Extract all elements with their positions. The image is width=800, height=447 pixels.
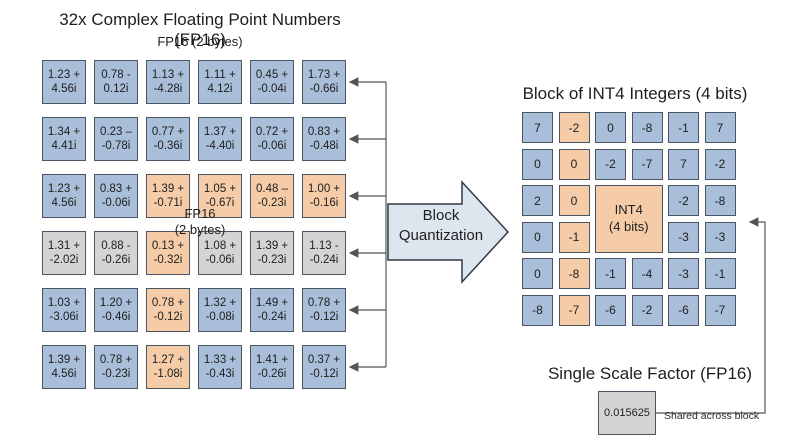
- fp16-cell: 1.11 + 4.12i: [198, 60, 242, 104]
- fp16-cell: 1.41 + -0.26i: [250, 345, 294, 389]
- fp16-cell: 1.39 + 4.56i: [42, 345, 86, 389]
- row-connector-lines: [348, 77, 387, 372]
- int4-cell: 0: [558, 148, 590, 180]
- fp16-overlay-label: FP16 (2 bytes): [174, 206, 226, 238]
- fp16-cell: 0.77 + -0.36i: [146, 117, 190, 161]
- fp16-cell: 1.49 + -0.24i: [250, 288, 294, 332]
- fp16-cell: 1.00 + -0.16i: [302, 174, 346, 218]
- int4-cell: 2: [522, 185, 553, 216]
- scale-factor-note: Shared across block: [664, 410, 760, 422]
- int4-cell: -2: [558, 112, 590, 143]
- fp16-cell: 1.34 + 4.41i: [42, 117, 86, 161]
- fp16-cell: 1.32 + -0.08i: [198, 288, 242, 332]
- int4-cell: 0: [595, 112, 626, 143]
- fp16-cell: 1.13 + -4.28i: [146, 60, 190, 104]
- fp16-cell: 1.08 + -0.06i: [198, 231, 242, 275]
- int4-cell: -8: [558, 258, 590, 289]
- fp16-cell: 0.37 + -0.12i: [302, 345, 346, 389]
- fp16-cell: 0.78 + -0.23i: [94, 345, 138, 389]
- scale-factor-value: 0.015625: [598, 391, 656, 435]
- int4-cell: -8: [704, 185, 736, 216]
- fp16-panel-title: 32x Complex Floating Point Numbers (FP16…: [59, 10, 341, 49]
- fp16-cell: 1.39 + -0.23i: [250, 231, 294, 275]
- fp16-cell: 1.03 + -3.06i: [42, 288, 86, 332]
- fp16-cell: 0.83 + -0.48i: [302, 117, 346, 161]
- fp16-cell: 1.23 + 4.56i: [42, 60, 86, 104]
- int4-cell: -2: [668, 185, 699, 216]
- int4-cell: 7: [522, 112, 553, 143]
- int4-cell: -1: [595, 258, 626, 289]
- int4-cell: -2: [704, 148, 736, 180]
- int4-cell: -8: [522, 294, 553, 326]
- int4-cell: -2: [631, 294, 663, 326]
- int4-cell: 0: [522, 258, 553, 289]
- int4-cell: -4: [631, 258, 663, 289]
- fp16-cell: 0.48 – -0.23i: [250, 174, 294, 218]
- fp16-cell: 0.83 + -0.06i: [94, 174, 138, 218]
- fp16-cell: 1.73 + -0.66i: [302, 60, 346, 104]
- int4-cell: -6: [668, 294, 699, 326]
- fp16-cell: 1.05 + -0.67i: [198, 174, 242, 218]
- fp16-cell: 0.88 - -0.26i: [94, 231, 138, 275]
- int4-cell: -1: [558, 221, 590, 253]
- fp16-cell: 1.33 + -0.43i: [198, 345, 242, 389]
- int4-cell: -8: [631, 112, 663, 143]
- fp16-cell: 1.23 + 4.56i: [42, 174, 86, 218]
- fp16-cell: 0.13 + -0.32i: [146, 231, 190, 275]
- fp16-cell: 1.39 + -0.71i: [146, 174, 190, 218]
- int4-cell: 0: [522, 221, 553, 253]
- scale-to-block-connector: [656, 217, 766, 414]
- int4-center-label: INT4 (4 bits): [595, 185, 663, 253]
- fp16-cell: 0.72 + -0.06i: [250, 117, 294, 161]
- int4-cell: -1: [704, 258, 736, 289]
- int4-cell: -7: [631, 148, 663, 180]
- fp16-cell: 0.78 + -0.12i: [146, 288, 190, 332]
- int4-cell: -3: [704, 221, 736, 253]
- int4-cell: -3: [668, 258, 699, 289]
- fp16-cell: 1.37 + -4.40i: [198, 117, 242, 161]
- fp16-cell: 1.13 - -0.24i: [302, 231, 346, 275]
- fp16-cell: 1.20 + -0.46i: [94, 288, 138, 332]
- int4-panel-title: Block of INT4 Integers (4 bits): [522, 84, 748, 103]
- fp16-cell: 1.27 + -1.08i: [146, 345, 190, 389]
- fp16-cell: 1.31 + -2.02i: [42, 231, 86, 275]
- int4-cell: 7: [668, 148, 699, 180]
- fp16-cell: 0.78 + -0.12i: [302, 288, 346, 332]
- int4-cell: -7: [704, 294, 736, 326]
- scale-factor-title: Single Scale Factor (FP16): [547, 364, 753, 383]
- int4-cell: -6: [595, 294, 626, 326]
- int4-cell: 0: [558, 185, 590, 216]
- fp16-cell: 0.45 + -0.04i: [250, 60, 294, 104]
- fp16-panel-subtitle: FP16 (2 bytes): [157, 34, 243, 49]
- int4-cell: -7: [558, 294, 590, 326]
- int4-cell: -1: [668, 112, 699, 143]
- int4-cell: 0: [522, 148, 553, 180]
- fp16-cell: 0.78 - 0.12i: [94, 60, 138, 104]
- fp16-cell: 0.23 – -0.78i: [94, 117, 138, 161]
- int4-cell: 7: [704, 112, 736, 143]
- int4-cell: -2: [595, 148, 626, 180]
- block-quantization-label: Block Quantization: [398, 207, 484, 244]
- int4-cell: -3: [668, 221, 699, 253]
- block-quantization-arrow: [387, 180, 510, 284]
